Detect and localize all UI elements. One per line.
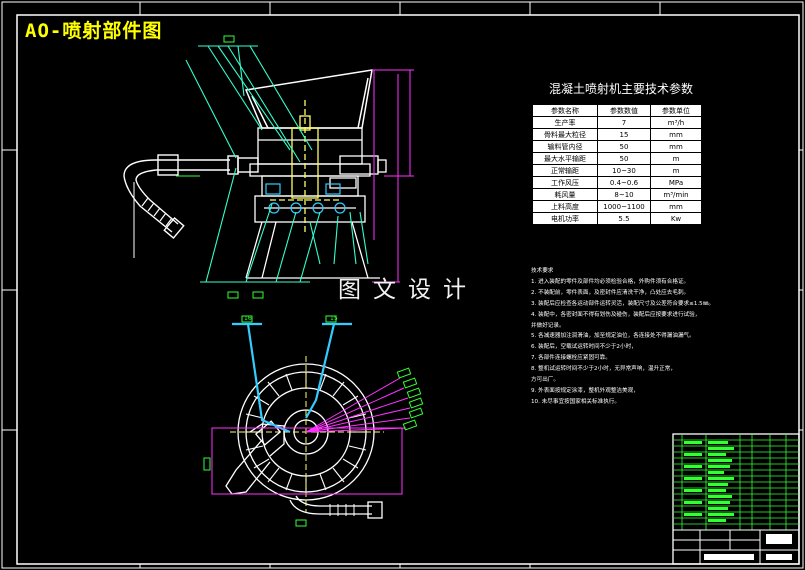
front-dimensions <box>372 69 414 283</box>
param-unit: MPa <box>650 176 702 189</box>
plan-leader-lines <box>211 377 411 495</box>
note-line: 5. 各减速器加注润滑油，加至规定油位，各连接处不得漏油漏气。 <box>531 333 695 340</box>
note-line: 方可出厂。 <box>531 377 559 384</box>
watermark: 图文设计 <box>338 277 478 303</box>
param-name: 上料高度 <box>532 200 598 213</box>
param-value: 7 <box>597 116 651 129</box>
svg-text:15: 15 <box>330 315 338 322</box>
note-line: 4. 装配中，各密封面不得有划伤及碰伤，装配后应按要求进行试验， <box>531 311 701 318</box>
note-line: 9. 外表面按规定涂漆，整机外观整洁美观， <box>531 387 639 394</box>
note-line: 技术要求 <box>531 268 554 274</box>
parts-list-marks <box>684 441 734 522</box>
param-unit: mm <box>650 140 702 153</box>
discharge-hose <box>289 495 383 519</box>
param-value: 1000~1100 <box>597 200 651 213</box>
param-name: 电机功率 <box>532 212 598 225</box>
technical-notes: 技术要求 1. 进入装配的零件及部件均必须检验合格，外购件须有合格证。 2. 不… <box>531 266 781 408</box>
centre-shaft <box>270 100 340 232</box>
title-block <box>672 433 800 565</box>
param-value: 10~30 <box>597 164 651 177</box>
plan-centre-lines <box>230 356 384 512</box>
param-unit: mm <box>650 200 702 213</box>
header-param-name: 参数名称 <box>532 104 598 117</box>
title-block-marks <box>704 534 792 560</box>
param-table-title: 混凝土喷射机主要技术参数 <box>548 82 693 96</box>
note-line: 7. 各部件连接螺栓应紧固可靠。 <box>531 355 611 362</box>
header-param-value: 参数数值 <box>597 104 651 117</box>
parts-list-grid <box>673 434 799 530</box>
param-unit: mm <box>650 128 702 141</box>
param-name: 工作风压 <box>532 176 598 189</box>
param-table-header: 参数名称 参数数值 参数单位 <box>532 104 702 117</box>
param-unit: Kw <box>650 212 702 225</box>
plan-item-tags <box>203 315 424 527</box>
note-line: 并做好记录。 <box>531 322 565 329</box>
param-name: 骨料最大粒径 <box>532 128 598 141</box>
note-line: 1. 进入装配的零件及部件均必须检验合格，外购件须有合格证。 <box>531 278 690 285</box>
header-param-unit: 参数单位 <box>650 104 702 117</box>
param-value: 5.5 <box>597 212 651 225</box>
note-line: 3. 装配后应检查各运动部件运转灵活，装配尺寸及公差符合要求≤1.5㎜。 <box>531 300 714 307</box>
note-line: 6. 装配后，空载试运转时间不少于2小时， <box>531 344 637 351</box>
valve-ports <box>265 183 346 214</box>
param-value: 8~10 <box>597 188 651 201</box>
param-name: 正常输距 <box>532 164 598 177</box>
param-value: 50 <box>597 152 651 165</box>
plan-labels: 16 15 <box>244 315 338 322</box>
param-value: 0.4~0.6 <box>597 176 651 189</box>
param-name: 耗风量 <box>532 188 598 201</box>
param-unit: m <box>650 164 702 177</box>
svg-text:16: 16 <box>244 315 252 322</box>
front-reference-lines <box>133 175 200 258</box>
param-name: 输料管内径 <box>532 140 598 153</box>
note-line: 8. 整机试运转时间不少于2小时，无异常声响，温升正常， <box>531 366 676 373</box>
note-line: 2. 不装配前，零件表面，及密封件应清洗干净，凸处应去毛刺。 <box>531 289 690 296</box>
front-leader-lines <box>185 45 369 283</box>
front-item-tags <box>223 35 264 299</box>
param-value: 15 <box>597 128 651 141</box>
front-view <box>123 35 414 299</box>
drawing-title: AO-喷射部件图 <box>25 20 163 42</box>
param-unit: m³/h <box>650 116 702 129</box>
hopper <box>244 69 373 129</box>
param-value: 50 <box>597 140 651 153</box>
param-name: 最大水平输距 <box>532 152 598 165</box>
plan-view: 16 15 <box>203 315 424 527</box>
param-unit: m³/min <box>650 188 702 201</box>
title-block-grid <box>673 529 799 564</box>
note-line: 10. 未尽事宜按国家相关标准执行。 <box>531 398 620 405</box>
param-unit: m <box>650 152 702 165</box>
air-inlet-hose <box>123 154 259 239</box>
param-name: 生产率 <box>532 116 598 129</box>
support-frame <box>245 221 380 279</box>
